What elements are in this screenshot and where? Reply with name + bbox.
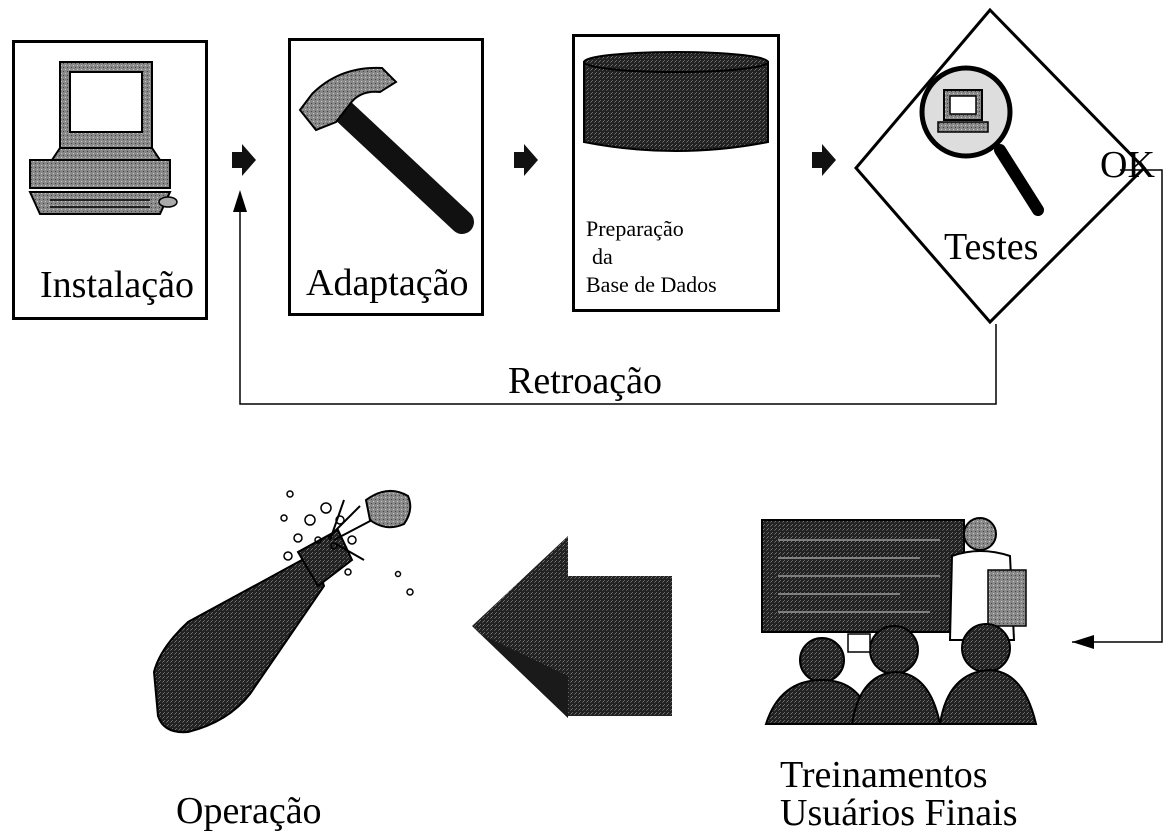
preparacao-label-line1: Preparação	[586, 216, 684, 241]
treinamentos-label-line1: Treinamentos	[780, 754, 988, 796]
retroacao-arrowhead	[233, 190, 247, 212]
preparacao-label-line2: da	[592, 244, 613, 269]
big-left-arrow-icon	[472, 536, 672, 718]
ok-connector-arrowhead	[1072, 635, 1094, 649]
instalacao-label: Instalação	[40, 264, 195, 306]
retroacao-label: Retroação	[508, 360, 663, 402]
arrow-1-icon	[232, 144, 256, 176]
ok-connector	[1072, 169, 1163, 643]
arrow-3-icon	[812, 144, 836, 176]
arrow-2-icon	[514, 144, 538, 176]
adaptacao-label: Adaptação	[306, 262, 469, 304]
operacao-label: Operação	[176, 790, 322, 832]
champagne-bottle-icon	[152, 489, 414, 734]
preparacao-label-line3: Base de Dados	[586, 272, 717, 297]
retroacao-connector	[239, 212, 997, 405]
desktop-computer-icon	[28, 61, 178, 215]
hammer-icon	[298, 66, 474, 234]
ok-label: OK	[1100, 144, 1155, 186]
treinamentos-label-line2: Usuários Finais	[780, 792, 1018, 834]
magnifier-computer-icon	[919, 65, 1044, 216]
database-cylinder-icon	[583, 51, 769, 152]
classroom-training-icon	[761, 517, 1038, 725]
testes-label: Testes	[944, 226, 1039, 268]
